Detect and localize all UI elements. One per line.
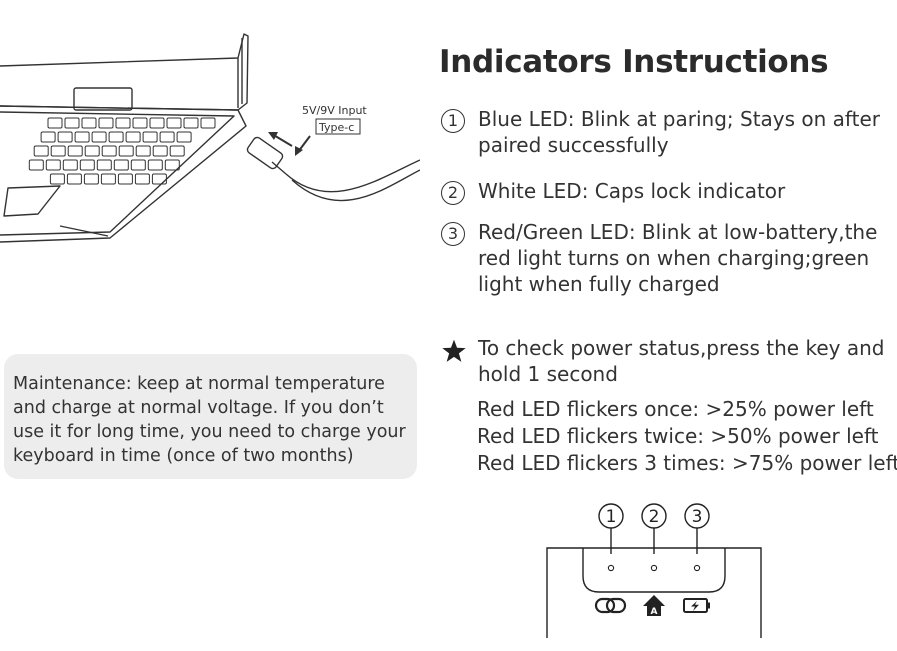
number-badge: 3 xyxy=(441,222,465,246)
keyboard-key xyxy=(166,117,182,129)
maintenance-box: Maintenance: keep at normal temperature … xyxy=(4,354,417,479)
keyboard-key xyxy=(147,159,163,171)
keyboard-key xyxy=(67,145,83,157)
keyboard-key xyxy=(74,131,90,143)
keyboard-key xyxy=(84,145,100,157)
keyboard-key xyxy=(49,173,65,185)
page-title: Indicators Instructions xyxy=(439,44,829,80)
link-icon xyxy=(594,597,627,614)
keyboard-key xyxy=(57,131,73,143)
keyboard-key xyxy=(176,131,192,143)
keyboard-key xyxy=(33,145,49,157)
led-indicator-diagram: 1 2 3 A xyxy=(546,503,762,638)
keyboard-key xyxy=(91,131,107,143)
svg-text:A: A xyxy=(651,607,658,617)
keyboard-key xyxy=(64,117,80,129)
number-badge: 1 xyxy=(441,109,465,133)
keyboard-key xyxy=(152,145,168,157)
flicker-line: Red LED flickers 3 times: >75% power lef… xyxy=(477,451,897,475)
keyboard-key xyxy=(108,131,124,143)
keyboard-key xyxy=(151,173,167,185)
keyboard-key xyxy=(118,145,134,157)
keyboard-key xyxy=(83,173,99,185)
number-badge: 2 xyxy=(441,181,465,205)
star-icon xyxy=(442,339,466,362)
keyboard-key xyxy=(200,117,216,129)
keyboard-key xyxy=(169,145,185,157)
keyboard-key xyxy=(28,159,44,171)
keyboard-key xyxy=(125,131,141,143)
keyboard-key xyxy=(130,159,146,171)
keyboard-key xyxy=(40,131,56,143)
keyboard-key xyxy=(113,159,129,171)
port-type-label: Type-c xyxy=(318,121,354,134)
led-number-3: 3 xyxy=(692,507,703,527)
laptop-illustration: 5V/9V Input Type-c xyxy=(0,33,420,243)
keyboard-key xyxy=(159,131,175,143)
keyboard-key xyxy=(96,159,112,171)
indicator-text: Blue LED: Blink at paring; Stays on afte… xyxy=(478,107,880,157)
keyboard-key xyxy=(101,145,117,157)
input-voltage-label: 5V/9V Input xyxy=(302,104,367,117)
flicker-line: Red LED flickers once: >25% power left xyxy=(477,397,874,421)
keyboard-key xyxy=(164,159,180,171)
keyboard-key xyxy=(134,173,150,185)
keyboard-key xyxy=(81,117,97,129)
keyboard-key xyxy=(98,117,114,129)
keyboard-key xyxy=(115,117,131,129)
indicator-text: White LED: Caps lock indicator xyxy=(478,179,786,203)
keyboard-key xyxy=(149,117,165,129)
led-number-2: 2 xyxy=(649,507,660,527)
led-number-1: 1 xyxy=(606,507,617,527)
power-check-text: To check power status,press the key and … xyxy=(478,336,885,386)
keyboard-key xyxy=(117,173,133,185)
maintenance-text: Maintenance: keep at normal temperature … xyxy=(13,374,406,466)
flicker-line: Red LED flickers twice: >50% power left xyxy=(477,424,879,448)
keyboard-key xyxy=(135,145,151,157)
keyboard-key xyxy=(100,173,116,185)
indicator-text: Red/Green LED: Blink at low-battery,the … xyxy=(478,220,878,296)
keyboard-key xyxy=(142,131,158,143)
keyboard-key xyxy=(50,145,66,157)
keyboard-key xyxy=(47,117,63,129)
battery-charging-icon xyxy=(683,598,710,613)
keyboard-key xyxy=(62,159,78,171)
keyboard-key xyxy=(79,159,95,171)
keyboard-key xyxy=(66,173,82,185)
keyboard-key xyxy=(183,117,199,129)
keyboard-key xyxy=(132,117,148,129)
caps-lock-icon: A xyxy=(643,595,665,617)
keyboard-key xyxy=(45,159,61,171)
